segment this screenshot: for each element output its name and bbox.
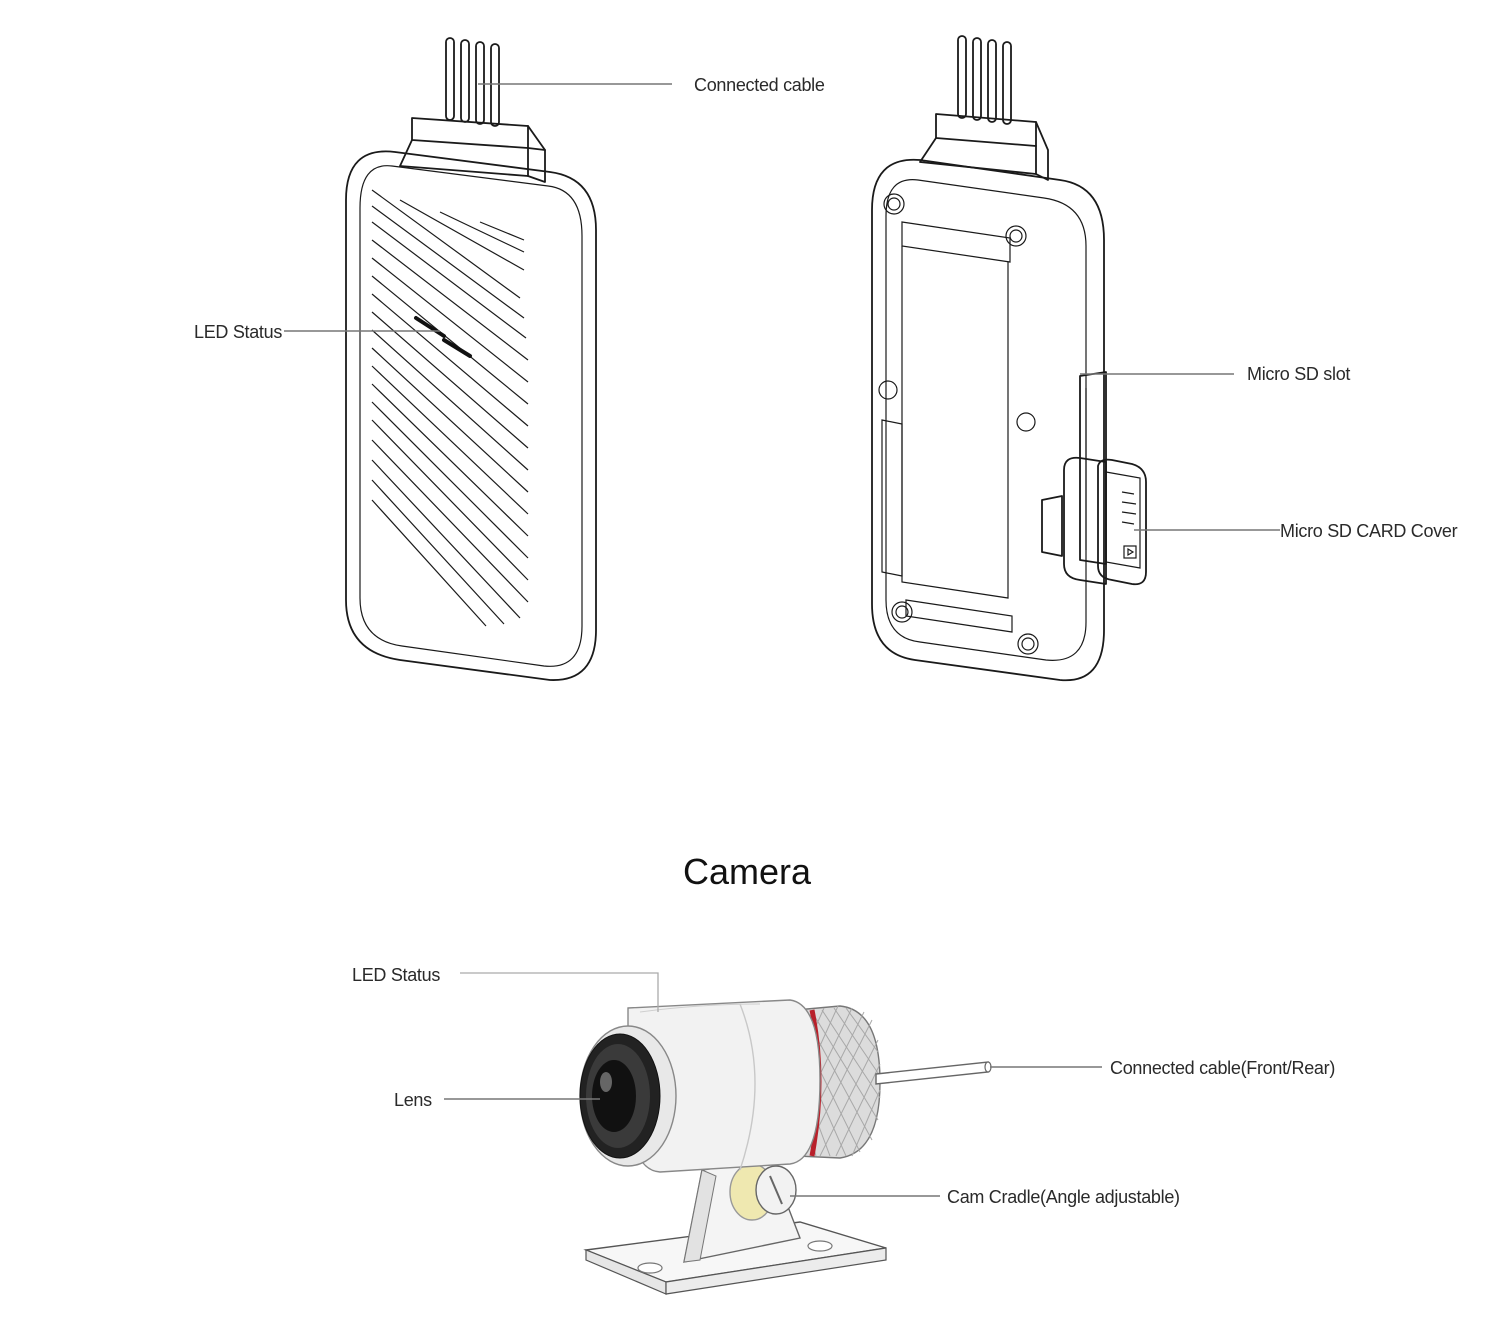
label-micro-sd-slot: Micro SD slot	[1247, 364, 1350, 384]
front-cable-wires	[445, 37, 500, 127]
front-vent-grille	[371, 189, 529, 627]
back-screw-holes	[878, 193, 1039, 655]
label-connected-cable: Connected cable	[694, 75, 825, 95]
micro-sd-slot-drawing	[1041, 371, 1107, 565]
leader-lines	[284, 83, 1280, 1197]
back-cable-wires	[957, 35, 1012, 125]
camera-body	[627, 999, 821, 1173]
label-led-status-camera: LED Status	[352, 965, 440, 985]
camera-cradle	[683, 1159, 801, 1263]
micro-sd-card-cover-drawing	[1063, 456, 1147, 586]
camera-drawing	[579, 999, 992, 1295]
camera-section-title: Camera	[683, 851, 812, 892]
label-led-status-unit: LED Status	[194, 322, 282, 342]
label-connected-cable-front-rear: Connected cable(Front/Rear)	[1110, 1058, 1335, 1078]
camera-cable	[875, 1061, 992, 1085]
front-led-status-indicator	[414, 316, 472, 358]
label-cam-cradle: Cam Cradle(Angle adjustable)	[947, 1187, 1180, 1207]
camera-base-plate	[583, 1221, 887, 1295]
label-micro-sd-card-cover: Micro SD CARD Cover	[1280, 521, 1458, 541]
camera-lens-housing	[579, 1025, 677, 1167]
label-lens: Lens	[394, 1090, 432, 1110]
back-unit-drawing	[871, 35, 1147, 682]
front-unit-drawing	[345, 37, 597, 681]
